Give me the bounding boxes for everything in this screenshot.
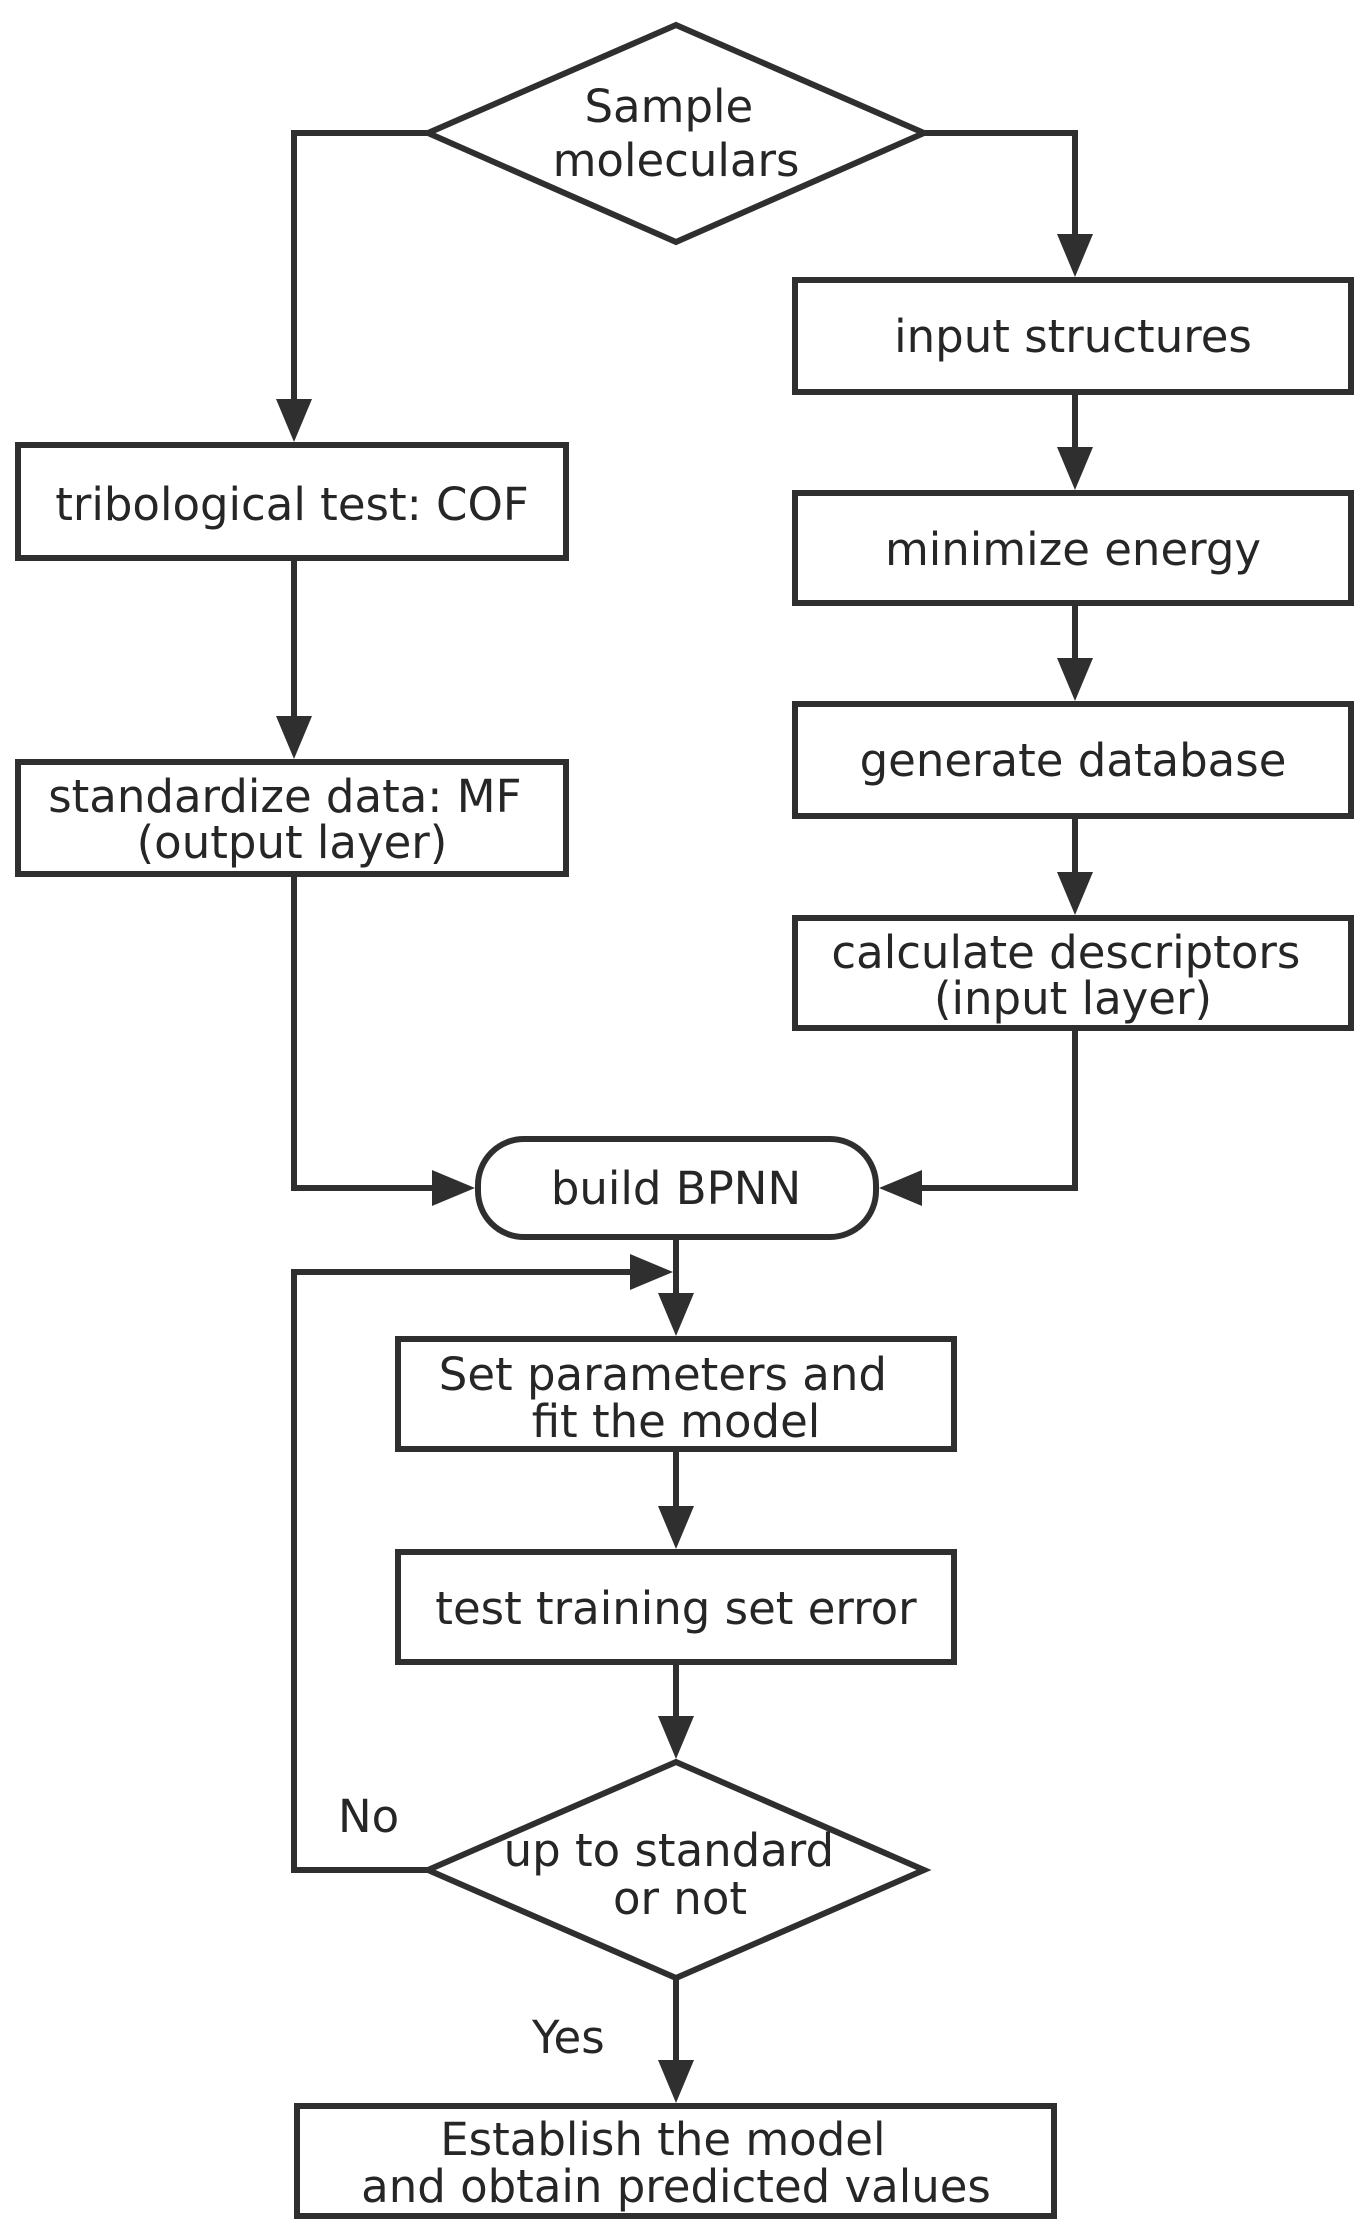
label-tribological-test: tribological test: COF <box>55 478 529 531</box>
label-test-training-error: test training set error <box>435 1582 917 1635</box>
edge-sample-to-tribological <box>291 130 428 408</box>
arrowhead-descriptors <box>1057 872 1093 915</box>
label-line: build BPNN <box>551 1162 801 1215</box>
label-sample-moleculars: Sample moleculars <box>553 80 800 187</box>
arrowhead-test-error <box>658 1506 694 1549</box>
node-input-structures <box>792 277 1354 395</box>
label-line: Set parameters and <box>439 1348 887 1401</box>
label-line: (input layer) <box>934 972 1212 1025</box>
node-establish-model <box>294 2103 1057 2219</box>
arrowhead-build-left <box>432 1170 475 1206</box>
arrowhead-build-right <box>879 1170 922 1206</box>
label-line: generate database <box>860 734 1287 787</box>
label-line: fit the model <box>532 1395 821 1448</box>
label-line: minimize energy <box>885 523 1261 576</box>
edge-label-no: No <box>338 1790 399 1843</box>
label-minimize-energy: minimize energy <box>885 523 1261 576</box>
node-test-training-error <box>395 1549 957 1665</box>
arrowhead-input-structures <box>1057 234 1093 277</box>
label-decision: up to standard or not <box>504 1824 849 1925</box>
label-line: up to standard <box>504 1824 834 1877</box>
node-generate-database <box>792 701 1354 819</box>
label-line: test training set error <box>435 1582 917 1635</box>
label-line: and obtain predicted values <box>361 2160 991 2213</box>
label-standardize-data: standardize data: MF (output layer) <box>48 770 536 869</box>
node-calculate-descriptors <box>792 915 1354 1031</box>
node-tribological-test <box>15 442 569 561</box>
label-establish-model: Establish the model and obtain predicted… <box>361 2113 991 2213</box>
label-line: input structures <box>894 310 1252 363</box>
arrowhead-set-params <box>658 1293 694 1336</box>
edge-label-yes: Yes <box>531 2011 605 2064</box>
label-line: (output layer) <box>137 816 448 869</box>
arrowhead-establish <box>658 2060 694 2103</box>
arrowhead-decision <box>658 1716 694 1759</box>
label-line: Sample <box>584 80 753 133</box>
node-set-parameters <box>395 1336 957 1452</box>
arrowhead-minimize <box>1057 447 1093 490</box>
edge-descriptors-to-build <box>913 1028 1078 1191</box>
label-line: Establish the model <box>440 2113 885 2166</box>
label-line: calculate descriptors <box>831 926 1300 979</box>
arrowhead-standardize <box>276 716 312 759</box>
label-input-structures: input structures <box>894 310 1252 363</box>
arrowhead-generate <box>1057 658 1093 701</box>
edge-decision-no-loop <box>291 1269 639 1873</box>
label-calculate-descriptors: calculate descriptors (input layer) <box>831 926 1314 1025</box>
edge-standardize-to-build <box>291 874 441 1191</box>
label-build-bpnn: build BPNN <box>551 1162 801 1215</box>
label-generate-database: generate database <box>860 734 1287 787</box>
node-decision-standard <box>420 1758 932 1982</box>
label-set-parameters: Set parameters and fit the model <box>439 1348 902 1448</box>
edge-sample-to-input-structures <box>924 130 1078 243</box>
node-minimize-energy <box>792 490 1354 606</box>
label-line: moleculars <box>553 134 800 187</box>
arrowhead-loop-back <box>630 1254 673 1290</box>
label-line: standardize data: MF <box>48 770 521 823</box>
arrowhead-tribological <box>276 399 312 442</box>
node-standardize-data <box>15 759 569 877</box>
label-line: or not <box>613 1872 747 1925</box>
label-line: tribological test: COF <box>55 478 529 531</box>
